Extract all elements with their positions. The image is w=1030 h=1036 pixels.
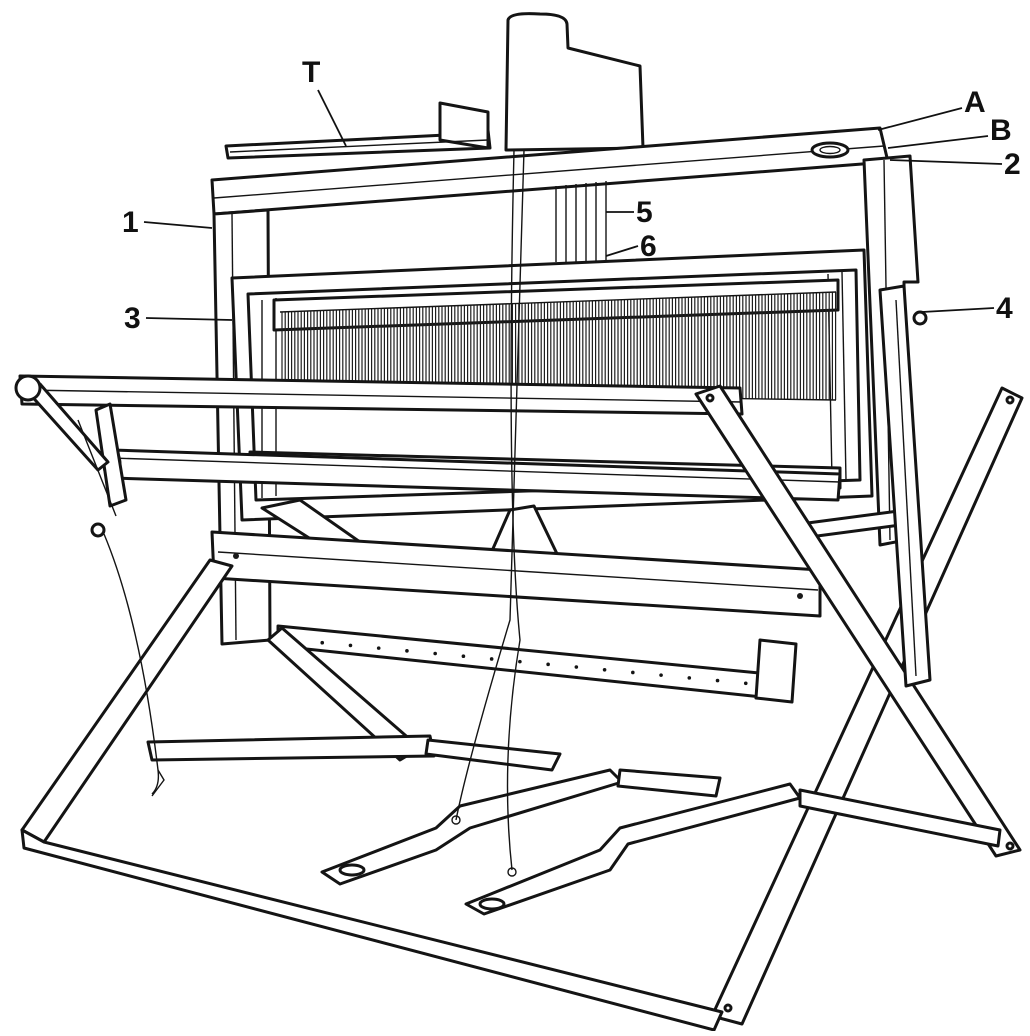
- lamm-rail-end: [754, 638, 798, 704]
- center-cord-2: [455, 149, 525, 821]
- treadles: [146, 734, 802, 916]
- tension-bracket: [878, 284, 932, 688]
- base-right-rail: [798, 788, 1002, 848]
- treadle-left-long: [146, 734, 436, 762]
- callouts: T A B 2 1 5 6 3 4: [122, 56, 1021, 335]
- heddle-field: [272, 278, 840, 401]
- treadle-pivot-roll: [616, 768, 722, 798]
- treadle-2: [464, 782, 802, 916]
- heddle-cords: [555, 181, 607, 262]
- ratchet-lever: [14, 374, 128, 538]
- label-a: A: [964, 86, 986, 119]
- label-3: 3: [124, 302, 141, 335]
- top-beam: [210, 126, 890, 216]
- shelf-t: [224, 101, 492, 160]
- label-2: 2: [1004, 148, 1021, 181]
- left-lever-cord: [103, 533, 160, 795]
- central-back-board: [504, 12, 645, 152]
- lamm-rail: [276, 624, 792, 702]
- center-cord: [506, 149, 521, 871]
- label-4: 4: [996, 292, 1013, 325]
- label-b: B: [990, 114, 1012, 147]
- label-6: 6: [640, 230, 657, 263]
- label-t: T: [302, 56, 320, 89]
- base-front-rail: [20, 828, 724, 1032]
- treadle-pivot-bar: [424, 738, 562, 772]
- label-5: 5: [636, 196, 653, 229]
- pedal-hook: [151, 769, 165, 797]
- right-x-leg-back: [694, 384, 1022, 858]
- label-1: 1: [122, 206, 139, 239]
